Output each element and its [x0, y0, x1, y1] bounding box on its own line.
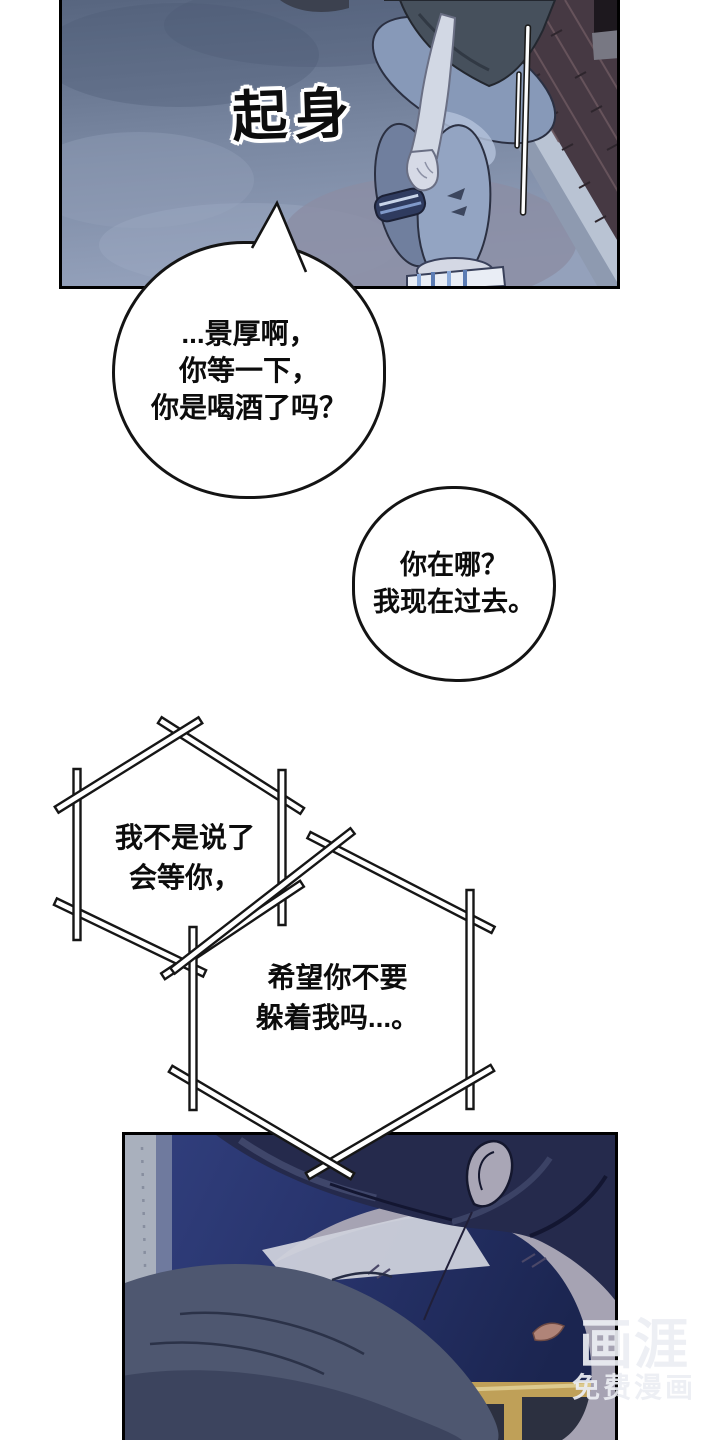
- hand: [406, 148, 440, 192]
- speech-line: 你等一下，: [178, 354, 319, 386]
- head-top: [280, 0, 349, 12]
- face-skin: [272, 1198, 618, 1440]
- speech-bubble-2: 你在哪？ 我现在过去。: [352, 486, 556, 682]
- speech-line: 希望你不要: [267, 962, 408, 993]
- emphasis-slashes: [514, 24, 532, 216]
- speech-bubble-1-tail: [250, 200, 308, 273]
- watermark-tagline: 免费漫画: [571, 1372, 696, 1403]
- lit-skin-highlight: [262, 1206, 490, 1284]
- lips: [532, 1322, 566, 1342]
- jaw-line: [423, 1211, 473, 1321]
- phone-bubble-1: 我不是说了 会等你，: [85, 818, 285, 898]
- panel-rooftop: [59, 0, 620, 289]
- speech-line: 躲着我吗...。: [255, 1002, 420, 1033]
- window-sill: [592, 30, 620, 60]
- dangling-slipper: [373, 187, 427, 223]
- huaya-logo: 画涯: [579, 1315, 689, 1375]
- speech-line: 你在哪？: [400, 550, 508, 580]
- speech-bubble-1: ...景厚啊， 你等一下， 你是喝酒了吗？: [112, 241, 386, 499]
- phone-bubble-2: 希望你不要 躲着我吗...。: [235, 958, 440, 1038]
- speech-line: 你是喝酒了吗？: [150, 391, 347, 423]
- sfx-title: 起身: [231, 81, 358, 149]
- speech-line: 会等你，: [128, 862, 241, 893]
- person-seated: [371, 0, 557, 289]
- speech-line: 我现在过去。: [373, 587, 535, 617]
- speech-line: 我不是说了: [114, 822, 255, 853]
- panel-closeup: [122, 1132, 618, 1440]
- shoulder: [122, 1263, 499, 1440]
- speech-line: ...景厚啊，: [181, 317, 317, 349]
- skin-wrinkles: [367, 1253, 547, 1279]
